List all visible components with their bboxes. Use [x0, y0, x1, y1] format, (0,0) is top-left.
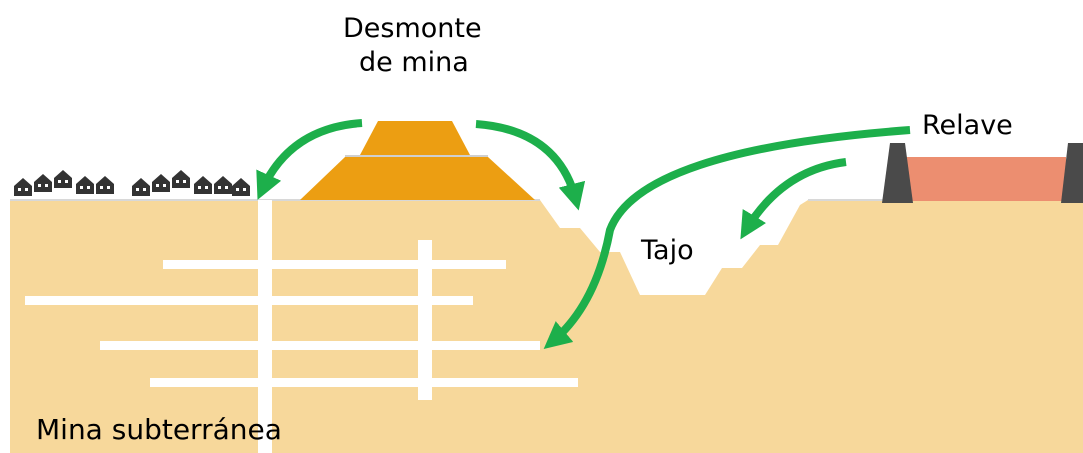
dam-left: [882, 143, 913, 203]
open-pit-label: Tajo: [641, 235, 694, 266]
waste-rock-label-line1: Desmonte: [343, 13, 482, 44]
arrow-icon: [475, 120, 586, 211]
tailings-facility: [882, 143, 1083, 203]
house-icon: [232, 178, 250, 196]
arrow-icon: [543, 126, 911, 350]
house-icon: [76, 176, 94, 194]
dam-right: [1061, 143, 1083, 203]
waste-rock-label-line2: de mina: [359, 47, 469, 78]
house-icon: [194, 176, 212, 194]
town: [14, 170, 250, 196]
drift-2: [25, 296, 473, 305]
waste-rock-label: Desmonte de mina: [343, 12, 482, 80]
house-icon: [34, 174, 52, 192]
waste-rock-pile: [300, 121, 535, 200]
drift-4: [150, 378, 578, 387]
underground-tunnels: [25, 200, 578, 453]
house-icon: [172, 170, 190, 188]
drift-3: [100, 341, 540, 350]
house-icon: [14, 178, 32, 196]
tailings-label: Relave: [922, 110, 1013, 141]
house-icon: [96, 176, 114, 194]
house-icon: [132, 178, 150, 196]
underground-mine-label: Mina subterránea: [36, 413, 282, 446]
drift-1: [163, 260, 506, 269]
arrow-icon: [740, 158, 847, 240]
tailings-pond: [906, 157, 1066, 201]
house-icon: [152, 174, 170, 192]
house-icon: [214, 176, 232, 194]
flow-arrows: [256, 119, 911, 350]
house-icon: [54, 170, 72, 188]
shaft-right: [418, 240, 432, 400]
arrow-icon: [256, 119, 363, 200]
